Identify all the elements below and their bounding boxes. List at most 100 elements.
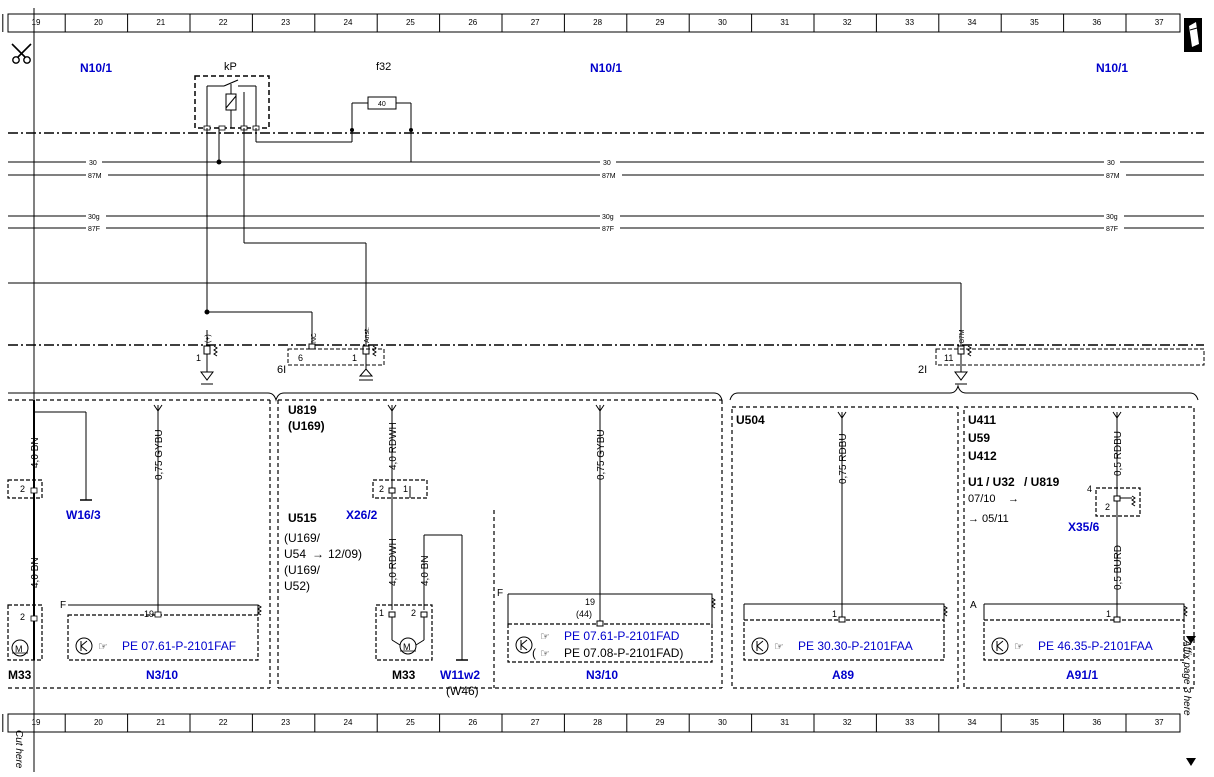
p1-pin-19: 19 [144, 609, 154, 619]
p2-u169c: (U169/ [284, 563, 321, 577]
relay-kp-symbol [194, 75, 270, 131]
ruler-number: 29 [656, 18, 665, 27]
p2-u52: U52) [284, 579, 310, 593]
pin-anst-label: Anst. [364, 327, 371, 343]
panel-3 [507, 404, 716, 663]
p3-pin-f: F [497, 588, 503, 599]
svg-text:87M: 87M [602, 173, 616, 180]
ruler-number: 27 [531, 718, 540, 727]
p3-wire-gybu: 0,75 GYBU [596, 429, 607, 480]
p1-pin-2b: 2 [20, 612, 25, 622]
p1-m33-label: M33 [8, 668, 32, 682]
p3-n3-10-label: N3/10 [586, 668, 618, 682]
p3-pe-ref-1[interactable]: PE 07.61-P-2101FAD [564, 629, 680, 643]
pin-nc-label: NC [311, 333, 318, 343]
ruler-number: 33 [905, 718, 914, 727]
relay-wiring [8, 128, 962, 330]
p5-u411: U411 [968, 413, 996, 427]
p5-pin-4: 4 [1087, 484, 1092, 494]
p2-u169: (U169) [288, 419, 325, 433]
ruler-number: 37 [1155, 18, 1164, 27]
panel-borders [8, 399, 1195, 689]
ruler-number: 24 [344, 718, 353, 727]
ruler-number: 26 [468, 718, 477, 727]
p1-hand-icon: ☞ [98, 641, 108, 653]
svg-text:87M: 87M [88, 173, 102, 180]
p5-u819: / U819 [1024, 475, 1060, 489]
p5-u1: U1 [968, 475, 984, 489]
fuse-f32-label: f32 [376, 61, 391, 73]
p2-arrow-icon: → [312, 547, 324, 561]
ruler-number: 35 [1030, 18, 1039, 27]
p2-motor-symbol: M [403, 642, 411, 652]
p5-hand-icon: ☞ [1014, 641, 1024, 653]
page-tab-icon [1184, 18, 1202, 52]
ruler-number: 24 [344, 18, 353, 27]
ruler-number: 31 [780, 18, 789, 27]
cut-here-label: Cut here [13, 730, 24, 769]
p5-date-0710: 07/10 [968, 493, 996, 505]
p2-u515: U515 [288, 511, 317, 525]
brace-right [729, 384, 1199, 401]
p5-pe-ref[interactable]: PE 46.35-P-2101FAA [1038, 639, 1153, 653]
relay-kp-label: kP [224, 61, 237, 73]
ruler-number: 23 [281, 718, 290, 727]
ruler-number: 34 [968, 718, 977, 727]
p2-w11-label: W11w2 [440, 668, 480, 682]
affix-arrow-bottom-icon [1186, 758, 1196, 766]
p2-x26-label: X26/2 [346, 508, 378, 522]
p1-motor-symbol: M [15, 644, 23, 654]
affix-note-label: Affix page 3 here [1181, 639, 1192, 716]
ruler-number: 34 [968, 18, 977, 27]
group-6i-label: 6I [277, 364, 286, 376]
p2-wire-rdwh-bottom: 4,0 RDWH [388, 538, 399, 586]
fuse-value: 40 [378, 101, 386, 108]
scissors-icon [11, 43, 32, 64]
p5-u32: / U32 [986, 475, 1015, 489]
panel-2 [372, 404, 468, 661]
p3-hand-icon-1: ☞ [540, 631, 550, 643]
ruler-number: 19 [32, 18, 41, 27]
ruler-number: 33 [905, 18, 914, 27]
p1-pe-ref[interactable]: PE 07.61-P-2101FAF [122, 639, 236, 653]
svg-text:87F: 87F [1106, 226, 1118, 233]
ruler-number: 25 [406, 718, 415, 727]
svg-text:30: 30 [603, 160, 611, 167]
ruler-number: 30 [718, 18, 727, 27]
p4-pe-ref[interactable]: PE 30.30-P-2101FAA [798, 639, 913, 653]
p2-m33-label: M33 [392, 668, 416, 682]
ruler-number: 30 [718, 718, 727, 727]
ruler-number: 20 [94, 718, 103, 727]
panel-5 [983, 411, 1188, 661]
p2-u54: U54 [284, 547, 306, 561]
pin-plus-label: (+) [205, 334, 212, 343]
ruler-number: 31 [780, 718, 789, 727]
ruler-number: 21 [156, 718, 165, 727]
p3-paren: ( [532, 646, 536, 660]
p4-a89-label: A89 [832, 668, 854, 682]
pin-6-label: 6 [298, 353, 303, 363]
ruler-number: 21 [156, 18, 165, 27]
svg-text:87F: 87F [602, 226, 614, 233]
p3-hand-icon-2: ☞ [540, 648, 550, 660]
connector-row [200, 330, 1205, 385]
ruler-number: 28 [593, 18, 602, 27]
p3-pin-19: 19 [585, 597, 595, 607]
svg-text:87F: 87F [88, 226, 100, 233]
ruler-number: 36 [1092, 718, 1101, 727]
p3-pe-ref-2[interactable]: PE 07.08-P-2101FAD) [564, 646, 683, 660]
p1-pin-2a: 2 [20, 484, 25, 494]
pin-1a-label: 1 [196, 353, 201, 363]
svg-text:30g: 30g [602, 214, 614, 221]
p4-wire-rdbu: 0,75 RDBU [838, 433, 849, 484]
p1-wire-bn-bottom: 4,0 BN [30, 557, 41, 588]
panel-4 [743, 411, 948, 661]
p2-date-1209: 12/09) [328, 547, 362, 561]
p1-n3-10-label: N3/10 [146, 668, 178, 682]
p5-date-0511: 05/11 [982, 513, 1009, 525]
ruler-number: 36 [1092, 18, 1101, 27]
p5-x35-label: X35/6 [1068, 520, 1100, 534]
p1-pin-f: F [60, 600, 66, 611]
